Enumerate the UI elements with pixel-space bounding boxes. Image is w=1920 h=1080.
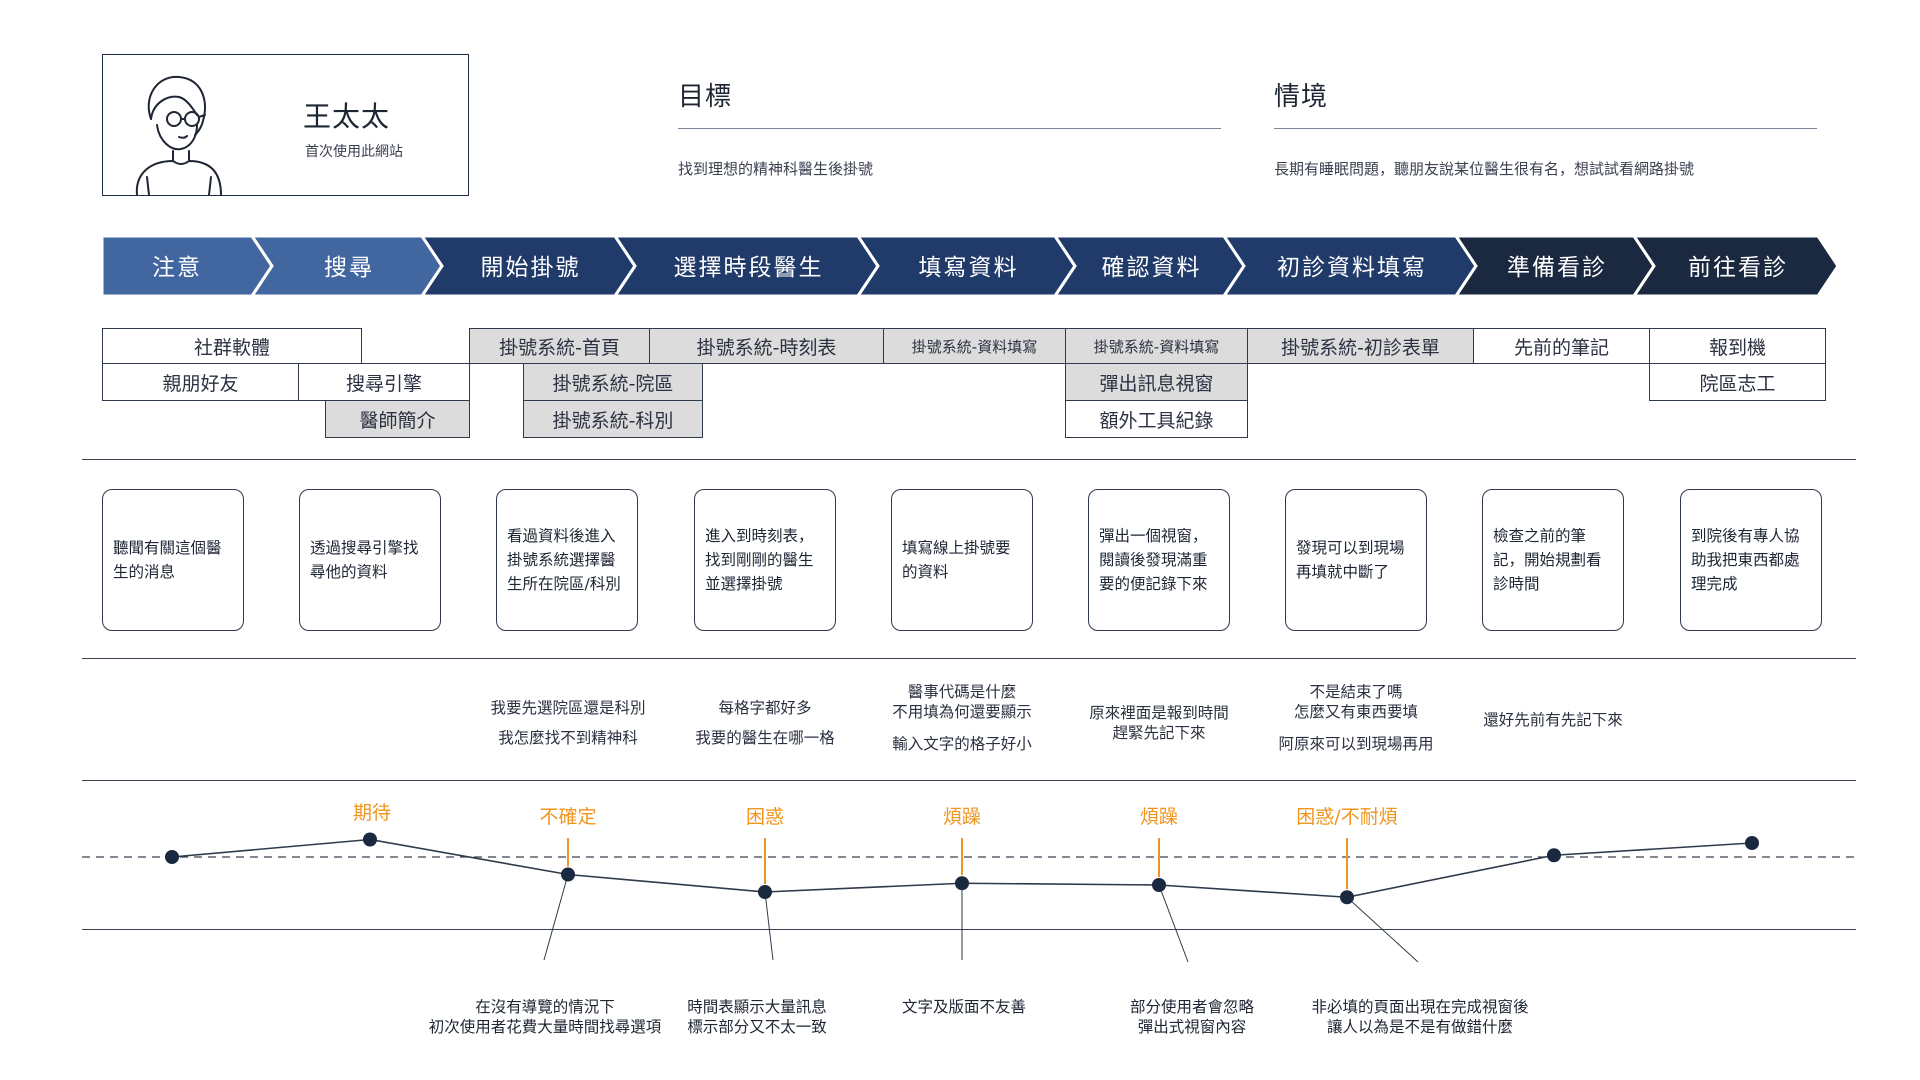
thought: 我怎麼找不到精神科 — [498, 729, 638, 747]
emotion-label: 不確定 — [539, 806, 596, 828]
thought: 不用填為何還要顯示 — [892, 703, 1032, 721]
emotion-label: 煩躁 — [943, 806, 981, 828]
emotion-label: 煩躁 — [1140, 806, 1178, 828]
pain-leader-line — [1346, 896, 1419, 963]
emotion-point — [1340, 890, 1354, 905]
touchpoint-sys-home: 掛號系統-首頁 — [469, 328, 650, 364]
pain-leader-line — [1158, 884, 1189, 963]
goal-text: 找到理想的精神科醫生後掛號 — [678, 160, 874, 178]
divider-actions — [82, 658, 1856, 659]
persona-card: 王太太 首次使用此網站 — [102, 54, 469, 196]
touchpoint-kiosk: 報到機 — [1649, 328, 1826, 364]
action-card: 檢查之前的筆記，開始規劃看診時間 — [1482, 489, 1624, 631]
action-card: 進入到時刻表，找到剛剛的醫生並選擇掛號 — [694, 489, 836, 631]
emotion-label: 困惑 — [746, 806, 784, 828]
emotion-point — [165, 850, 179, 864]
touchpoint-friends-family: 親朋好友 — [102, 363, 299, 401]
touchpoint-popup: 彈出訊息視窗 — [1065, 363, 1248, 401]
stage-label: 搜尋 — [324, 255, 374, 281]
pain-leader-line — [543, 874, 569, 961]
thought: 我要的醫生在哪一格 — [695, 729, 835, 747]
emotion-point — [758, 885, 772, 899]
stage-label: 初診資料填寫 — [1277, 255, 1427, 281]
emotion-point — [1547, 848, 1561, 863]
stage-bar: 注意 搜尋 開始掛號 選擇時段醫生 填寫資料 確認資料 初診資料填寫 準備看診 前往看診 — [100, 236, 1840, 298]
touchpoint-sys-branch: 掛號系統-院區 — [523, 363, 703, 401]
touchpoint-sys-schedule: 掛號系統-時刻表 — [649, 328, 884, 364]
pain-point: 非必填的頁面出現在完成視窗後 — [1311, 998, 1529, 1016]
thought: 醫事代碼是什麼 — [907, 683, 1017, 701]
thought: 阿原來可以到現場再用 — [1278, 735, 1434, 753]
touchpoint-extra-tool: 額外工具紀錄 — [1065, 400, 1248, 438]
pain-point: 文字及版面不友善 — [902, 998, 1026, 1016]
goal-divider — [678, 128, 1221, 129]
touchpoint-sys-department: 掛號系統-科別 — [523, 400, 703, 438]
stage-label: 注意 — [152, 255, 202, 281]
action-card: 透過搜尋引擎找尋他的資料 — [299, 489, 441, 631]
pain-point: 彈出式視窗內容 — [1138, 1018, 1247, 1036]
pain-point: 部分使用者會忽略 — [1130, 998, 1255, 1016]
action-card: 發現可以到現場再填就中斷了 — [1285, 489, 1427, 631]
pain-point: 初次使用者花費大量時間找尋選項 — [429, 1018, 662, 1036]
touchpoint-sys-first-visit: 掛號系統-初診表單 — [1247, 328, 1474, 364]
thought: 怎麼又有東西要填 — [1293, 703, 1418, 721]
divider-thoughts — [82, 780, 1856, 781]
thought: 我要先選院區還是科別 — [490, 699, 646, 717]
divider-touchpoints — [82, 459, 1856, 460]
scenario-text: 長期有睡眠問題，聽朋友說某位醫生很有名，想試試看網路掛號 — [1274, 160, 1695, 178]
pain-point: 在沒有導覽的情況下 — [475, 998, 615, 1016]
thought: 每格字都好多 — [718, 699, 812, 717]
thought: 趕緊先記下來 — [1112, 724, 1206, 742]
touchpoint-sys-form-b: 掛號系統-資料填寫 — [1065, 328, 1248, 364]
emotion-curve: 期待 不確定 困惑 煩躁 煩躁 困惑/不耐煩 在沒有導覽的情況下 初次使用者花費… — [82, 802, 1856, 1036]
pain-point: 標示部分又不太一致 — [687, 1018, 827, 1036]
thought: 輸入文字的格子好小 — [892, 735, 1032, 753]
emotion-label: 困惑/不耐煩 — [1296, 806, 1397, 828]
emotion-point — [363, 832, 377, 847]
thought: 不是結束了嗎 — [1309, 683, 1403, 701]
divider-emotions — [82, 929, 1856, 930]
stage-label: 確認資料 — [1102, 255, 1202, 281]
action-card: 彈出一個視窗，閱讀後發現滿重要的便記錄下來 — [1088, 489, 1230, 631]
touchpoint-volunteer: 院區志工 — [1649, 363, 1826, 401]
goal-title: 目標 — [678, 82, 733, 112]
thought: 原來裡面是報到時間 — [1089, 704, 1229, 722]
pain-point: 讓人以為是不是有做錯什麼 — [1327, 1017, 1513, 1036]
stage-label: 選擇時段醫生 — [674, 255, 824, 281]
touchpoint-social-media: 社群軟體 — [102, 328, 362, 364]
touchpoint-search-engine: 搜尋引擎 — [298, 363, 470, 401]
touchpoint-sys-form-a: 掛號系統-資料填寫 — [883, 328, 1066, 364]
scenario-divider — [1274, 128, 1817, 129]
persona-subtitle: 首次使用此網站 — [305, 144, 403, 160]
emotion-point — [1745, 836, 1759, 850]
action-card: 填寫線上掛號要的資料 — [891, 489, 1033, 631]
action-card: 看過資料後進入掛號系統選擇醫生所在院區/科別 — [496, 489, 638, 631]
touchpoint-prev-notes: 先前的筆記 — [1473, 328, 1650, 364]
thought: 還好先前有先記下來 — [1483, 711, 1623, 729]
action-card: 到院後有專人協助我把東西都處理完成 — [1680, 489, 1822, 631]
stage-label: 前往看診 — [1688, 255, 1788, 281]
touchpoint-doctor-profile: 醫師簡介 — [325, 400, 470, 438]
emotion-point — [561, 867, 575, 882]
stage-label: 準備看診 — [1507, 255, 1607, 281]
pain-leader-line — [764, 891, 774, 961]
persona-avatar-icon — [135, 75, 222, 195]
stage-arrow — [1631, 236, 1840, 298]
action-card: 聽聞有關這個醫生的消息 — [102, 489, 244, 631]
persona-name: 王太太 — [303, 100, 391, 133]
stage-label: 填寫資料 — [919, 255, 1019, 281]
stage-label: 開始掛號 — [481, 255, 581, 281]
emotion-point — [955, 876, 969, 891]
scenario-title: 情境 — [1274, 82, 1329, 112]
pain-point: 時間表顯示大量訊息 — [687, 998, 827, 1016]
emotion-label: 期待 — [353, 802, 391, 824]
emotion-point — [1152, 878, 1166, 892]
